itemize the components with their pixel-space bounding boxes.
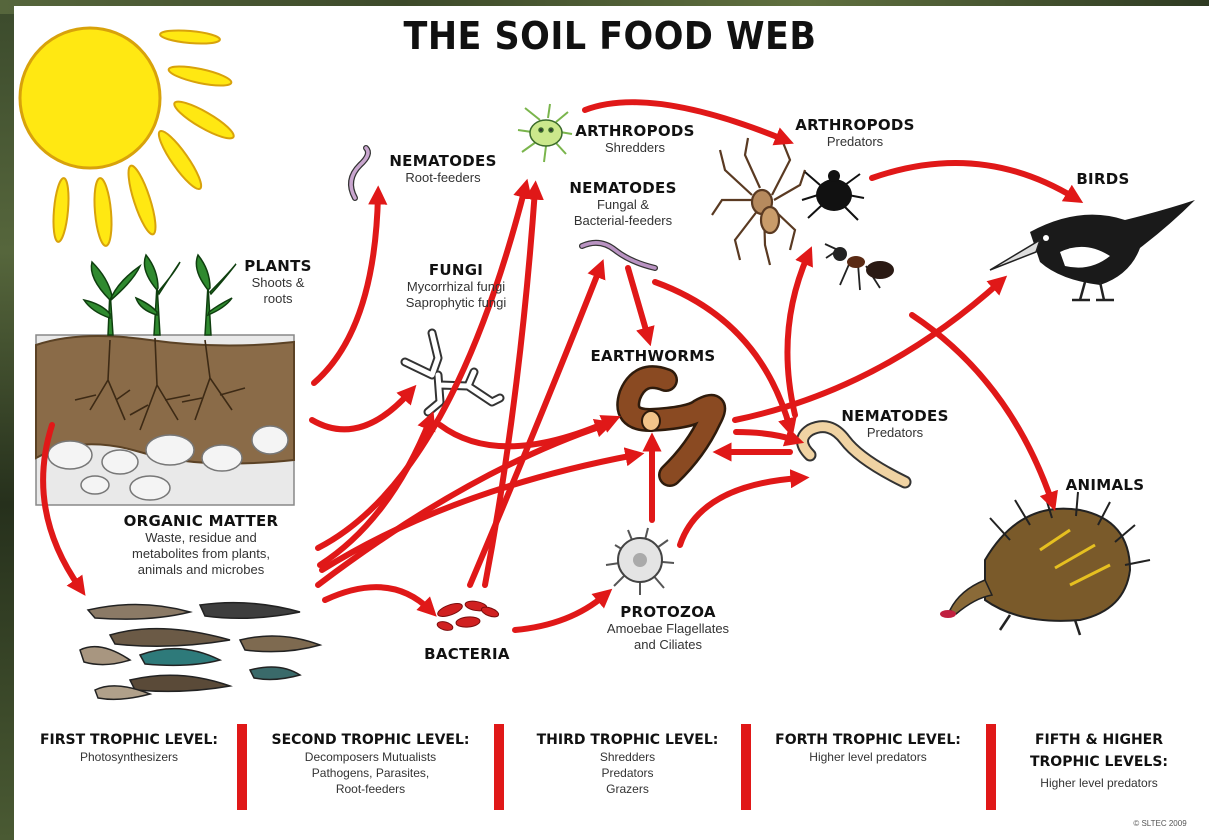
arthropods-predators-desc: Predators: [785, 134, 925, 150]
arrow-earthworms-to-pred-nematodes: [736, 432, 795, 440]
node-organic-matter: ORGANIC MATTER Waste, residue and metabo…: [96, 513, 306, 578]
node-arthropods-predators: ARTHROPODS Predators: [785, 117, 925, 150]
trophic-level-2: SECOND TROPHIC LEVEL: Decomposers Mutual…: [258, 732, 483, 797]
bacteria-label: BACTERIA: [412, 646, 522, 663]
mite-icon: [802, 170, 864, 220]
protozoa-icon: [606, 528, 674, 595]
echidna-icon: [940, 492, 1150, 635]
arthropod-shredder-icon: [518, 104, 572, 162]
fungi-desc-2: Saprophytic fungi: [372, 295, 540, 311]
trophic-level-3-desc-3: Grazers: [520, 781, 735, 797]
arrow-plants-to-fungi: [312, 392, 410, 429]
arrow-nematodes-to-earthworms: [628, 268, 648, 337]
trophic-level-5: FIFTH & HIGHER TROPHIC LEVELS: Higher le…: [1004, 732, 1194, 791]
trophic-level-4-label: FORTH TROPHIC LEVEL:: [758, 732, 978, 749]
arthropods-predators-label: ARTHROPODS: [785, 117, 925, 134]
protozoa-desc-1: Amoebae Flagellates: [578, 621, 758, 637]
nematodes-fungal-desc-1: Fungal &: [548, 197, 698, 213]
fungi-desc-1: Mycorrhizal fungi: [372, 279, 540, 295]
arrow-fungi-to-earthworms: [440, 420, 612, 446]
trophic-level-1-label: FIRST TROPHIC LEVEL:: [24, 732, 234, 749]
trophic-level-1-desc: Photosynthesizers: [24, 749, 234, 765]
nematodes-predators-label: NEMATODES: [830, 408, 960, 425]
earthworms-label: EARTHWORMS: [588, 348, 718, 365]
arrow-predators-to-birds: [872, 163, 1075, 198]
trophic-divider-2: [494, 724, 504, 810]
node-birds: BIRDS: [1068, 171, 1138, 188]
trophic-level-2-desc-1: Decomposers Mutualists: [258, 749, 483, 765]
bird-icon: [990, 200, 1195, 300]
nematodes-root-label: NEMATODES: [378, 153, 508, 170]
organic-matter-icon: [80, 603, 320, 700]
trophic-level-2-label: SECOND TROPHIC LEVEL:: [258, 732, 483, 749]
fungi-icon: [405, 333, 500, 412]
arrow-pred-nematodes-to-arthropods: [787, 255, 808, 415]
trophic-level-3: THIRD TROPHIC LEVEL: Shredders Predators…: [520, 732, 735, 797]
arthropods-shredders-label: ARTHROPODS: [565, 123, 705, 140]
nematodes-predators-desc: Predators: [830, 425, 960, 441]
trophic-level-4: FORTH TROPHIC LEVEL: Higher level predat…: [758, 732, 978, 765]
fungi-label: FUNGI: [372, 262, 540, 279]
earthworm-icon: [628, 377, 714, 475]
protozoa-desc-2: and Ciliates: [578, 637, 758, 653]
arrow-protozoa-to-pred-nematodes: [680, 478, 800, 545]
nematodes-fungal-desc-2: Bacterial-feeders: [548, 213, 698, 229]
ant-icon: [825, 244, 894, 290]
trophic-level-5-label-2: TROPHIC LEVELS:: [1004, 754, 1194, 771]
arrow-organic-to-bacteria: [325, 587, 430, 610]
node-nematodes-predators: NEMATODES Predators: [830, 408, 960, 441]
plants-label: PLANTS: [228, 258, 328, 275]
trophic-level-3-label: THIRD TROPHIC LEVEL:: [520, 732, 735, 749]
bacteria-icon: [436, 600, 500, 632]
node-nematodes-fungal: NEMATODES Fungal & Bacterial-feeders: [548, 180, 698, 229]
arthropods-shredders-desc: Shredders: [565, 140, 705, 156]
trophic-divider-4: [986, 724, 996, 810]
sun-icon: [20, 28, 237, 247]
copyright: © SLTEC 2009: [1120, 819, 1200, 828]
node-animals: ANIMALS: [1055, 477, 1155, 494]
trophic-level-5-label-1: FIFTH & HIGHER: [1004, 732, 1194, 749]
node-earthworms: EARTHWORMS: [588, 348, 718, 365]
organic-matter-desc-3: animals and microbes: [96, 562, 306, 578]
trophic-level-1: FIRST TROPHIC LEVEL: Photosynthesizers: [24, 732, 234, 765]
animals-label: ANIMALS: [1055, 477, 1155, 494]
organic-matter-label: ORGANIC MATTER: [96, 513, 306, 530]
nematodes-root-desc: Root-feeders: [378, 170, 508, 186]
page-title: THE SOIL FOOD WEB: [380, 14, 840, 58]
nematode-fungal-bacterial-icon: [582, 243, 655, 268]
node-nematodes-root: NEMATODES Root-feeders: [378, 153, 508, 186]
birds-label: BIRDS: [1068, 171, 1138, 188]
nematodes-fungal-label: NEMATODES: [548, 180, 698, 197]
trophic-divider-1: [237, 724, 247, 810]
trophic-level-2-desc-2: Pathogens, Parasites,: [258, 765, 483, 781]
protozoa-label: PROTOZOA: [578, 604, 758, 621]
organic-matter-desc-1: Waste, residue and: [96, 530, 306, 546]
node-fungi: FUNGI Mycorrhizal fungi Saprophytic fung…: [372, 262, 540, 311]
organic-matter-desc-2: metabolites from plants,: [96, 546, 306, 562]
spider-icon: [712, 138, 805, 265]
node-arthropods-shredders: ARTHROPODS Shredders: [565, 123, 705, 156]
trophic-level-3-desc-2: Predators: [520, 765, 735, 781]
plants-desc-2: roots: [228, 291, 328, 307]
trophic-level-2-desc-3: Root-feeders: [258, 781, 483, 797]
arrow-bacteria-to-nematodes: [470, 268, 600, 585]
node-bacteria: BACTERIA: [412, 646, 522, 663]
trophic-divider-3: [741, 724, 751, 810]
trophic-level-3-desc-1: Shredders: [520, 749, 735, 765]
node-plants: PLANTS Shoots & roots: [228, 258, 328, 307]
nematode-root-feeder-icon: [351, 148, 368, 198]
trophic-level-5-desc: Higher level predators: [1004, 775, 1194, 791]
trophic-level-4-desc: Higher level predators: [758, 749, 978, 765]
node-protozoa: PROTOZOA Amoebae Flagellates and Ciliate…: [578, 604, 758, 653]
plants-desc-1: Shoots &: [228, 275, 328, 291]
